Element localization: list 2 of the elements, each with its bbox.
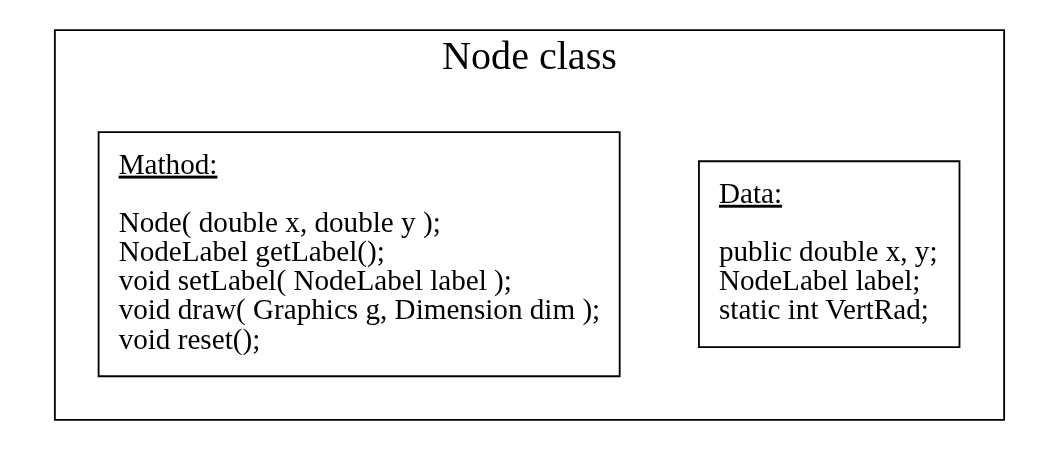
node-box: Mathod: Node( double x, double y ); NodeLabel getLabel(); void setLabel( NodeLabel label ); void draw( Graphics g, Dimension dim ); void reset(); [97, 131, 621, 378]
node-box: Data: public double x, y; NodeLabel label; static int VertRad; [697, 160, 960, 348]
